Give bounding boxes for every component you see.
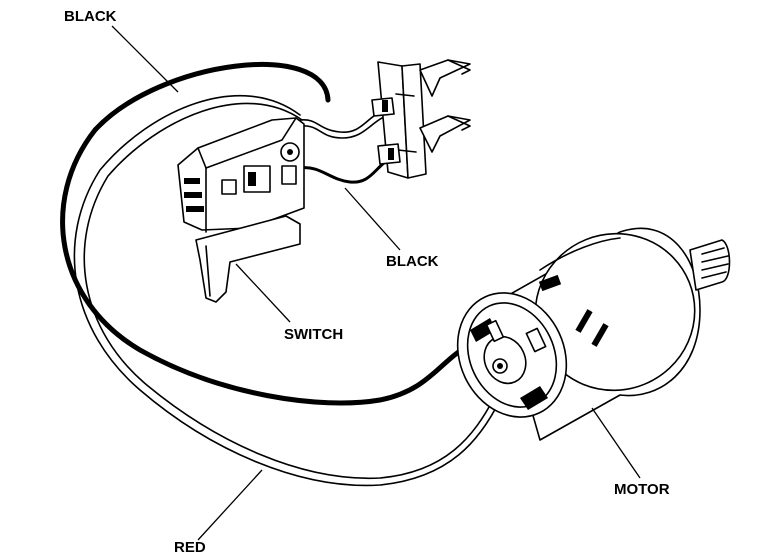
black-wire-long xyxy=(60,62,473,406)
black-wire-switch-mid xyxy=(298,158,390,184)
switch-trigger xyxy=(195,215,301,303)
red-wire xyxy=(73,94,501,487)
spade-terminal-top xyxy=(371,97,395,117)
spade-terminal-bottom xyxy=(377,143,401,165)
leader-red xyxy=(197,469,263,541)
motor xyxy=(456,227,731,441)
black-wire-switch-top xyxy=(299,111,383,139)
label-red: RED xyxy=(174,539,206,556)
leader-motor xyxy=(591,407,641,479)
label-black-mid: BLACK xyxy=(386,253,439,270)
leader-switch xyxy=(235,263,291,323)
switch-body xyxy=(177,117,305,233)
label-switch: SWITCH xyxy=(284,326,343,343)
leader-black-top xyxy=(111,25,179,93)
label-black-top: BLACK xyxy=(64,8,117,25)
motor-shaft xyxy=(689,239,731,291)
label-motor: MOTOR xyxy=(614,481,670,498)
leader-black-mid xyxy=(344,187,401,251)
terminal-bracket xyxy=(377,59,471,179)
